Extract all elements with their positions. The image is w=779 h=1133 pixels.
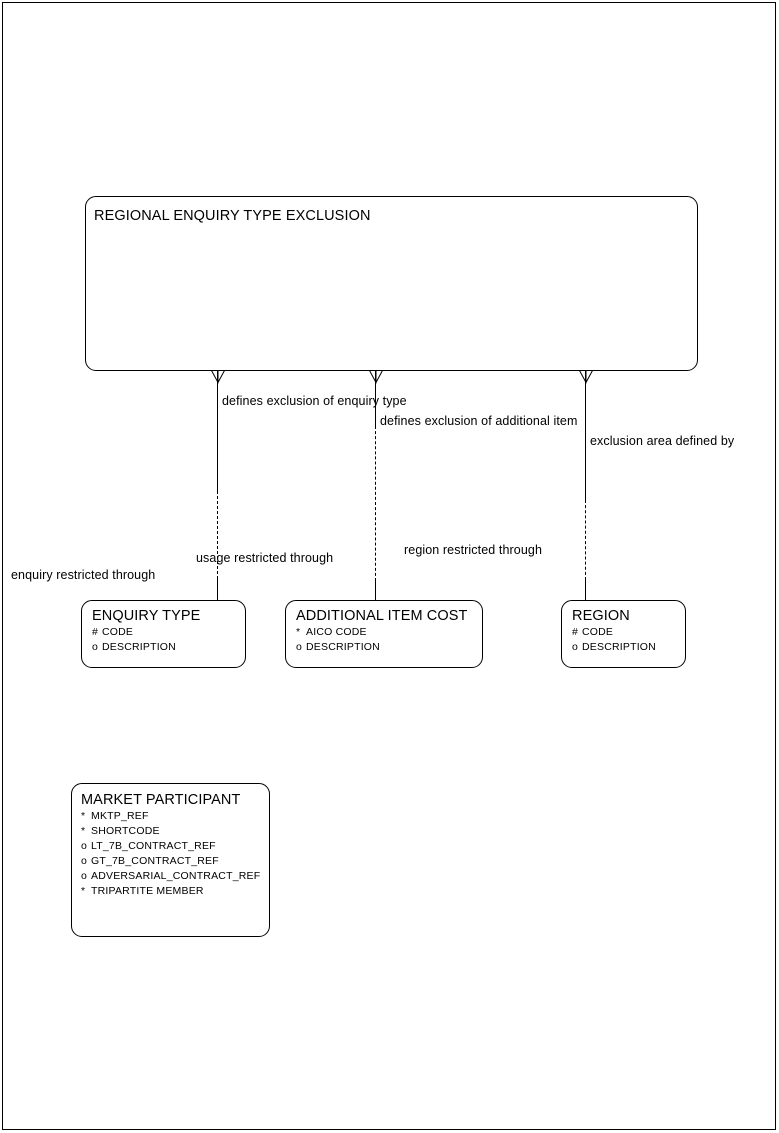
line-segment-dashed [375,426,376,581]
attribute-row: #CODE [92,625,245,640]
entity-market-participant[interactable]: MARKET PARTICIPANT *MKTP_REF *SHORTCODE … [71,783,270,937]
attribute-marker: o [81,840,88,852]
attribute-name: DESCRIPTION [582,641,656,653]
line-segment-solid-bottom [585,580,586,601]
attribute-row: * AICO CODE [296,625,482,640]
relationship-label-region-restricted-through: region restricted through [404,543,542,557]
attribute-name: SHORTCODE [91,825,160,837]
attribute-name: CODE [582,626,614,638]
entity-title: ENQUIRY TYPE [92,608,201,624]
attribute-marker: o [92,641,99,653]
entity-title: ADDITIONAL ITEM COST [296,608,468,624]
attribute-marker: # [572,626,579,638]
entity-title: REGIONAL ENQUIRY TYPE EXCLUSION [94,208,371,224]
attribute-marker: o [296,641,303,653]
attribute-name: CODE [102,626,134,638]
attribute-name: MKTP_REF [91,810,149,822]
attribute-name: LT_7B_CONTRACT_REF [91,840,216,852]
attribute-name: ADVERSARIAL_CONTRACT_REF [91,870,261,882]
attribute-marker: o [572,641,579,653]
relationship-label-defines-exclusion-of-additional-item: defines exclusion of additional item [380,414,578,428]
entity-title: REGION [572,608,630,624]
relationship-label-usage-restricted-through: usage restricted through [196,551,334,565]
attribute-name: DESCRIPTION [102,641,176,653]
crowfoot-icon-additional-item [369,370,383,384]
attribute-marker: # [92,626,99,638]
line-segment-solid-top [375,371,376,426]
attribute-name: AICO CODE [306,626,367,638]
line-segment-dashed [585,500,586,580]
line-segment-solid-bottom [375,581,376,601]
attribute-marker: o [81,870,88,882]
attribute-row: * MKTP_REF [81,809,269,824]
entity-regional-enquiry-type-exclusion[interactable]: REGIONAL ENQUIRY TYPE EXCLUSION [85,196,698,371]
attribute-row: #CODE [572,625,685,640]
attribute-marker: * [81,810,86,822]
crowfoot-icon-enquiry-type [211,370,225,384]
relationship-label-exclusion-area-defined-by: exclusion area defined by [590,434,735,448]
attribute-name: DESCRIPTION [306,641,380,653]
attribute-marker: * [81,825,86,837]
attribute-row: * SHORTCODE [81,824,269,839]
attribute-marker: o [81,855,88,867]
attribute-marker: * [81,885,86,897]
line-segment-solid-bottom [217,579,218,601]
line-segment-solid-top [585,371,586,500]
relationship-label-enquiry-restricted-through: enquiry restricted through [11,568,156,582]
line-segment-solid-top [217,371,218,491]
attribute-name: TRIPARTITE MEMBER [91,885,204,897]
entity-title: MARKET PARTICIPANT [81,792,241,808]
attribute-row: * TRIPARTITE MEMBER [81,884,269,899]
relationship-label-defines-exclusion-of-enquiry-type: defines exclusion of enquiry type [222,394,407,408]
crowfoot-icon-region [579,370,593,384]
attribute-name: GT_7B_CONTRACT_REF [91,855,219,867]
attribute-marker: * [296,626,301,638]
line-segment-dashed [217,491,218,579]
